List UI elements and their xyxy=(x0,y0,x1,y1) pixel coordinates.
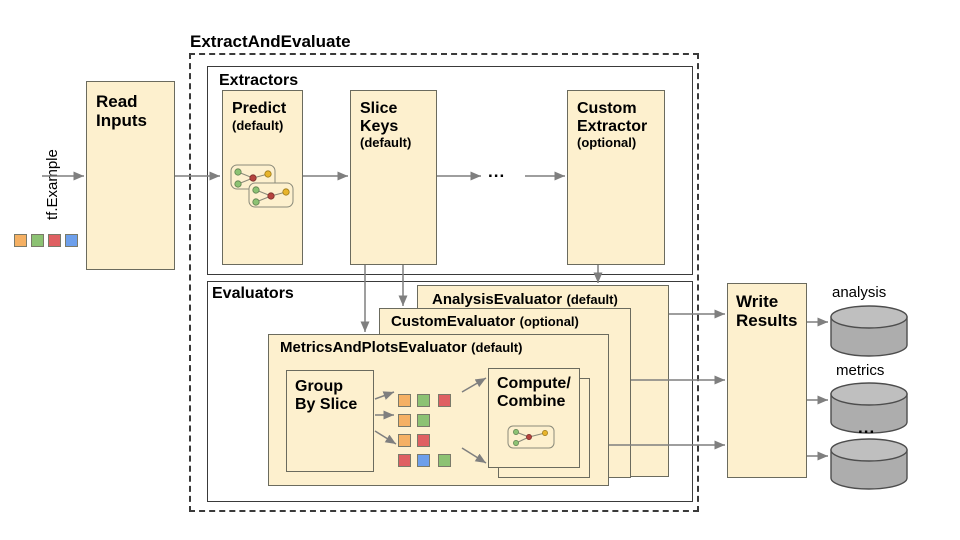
group-by-slice-label: Group By Slice xyxy=(295,378,373,414)
slice-keys-label: Slice Keys (default) xyxy=(360,100,438,150)
custom-evaluator-name: CustomEvaluator xyxy=(391,313,516,330)
evaluators-title: Evaluators xyxy=(212,285,294,302)
input-chip-row xyxy=(14,234,78,248)
custom-extractor-label: Custom Extractor (optional) xyxy=(577,100,667,150)
output-more-label: ... xyxy=(858,418,876,437)
metrics-and-plots-evaluator-qualifier: (default) xyxy=(471,340,523,355)
extractors-ellipsis: ... xyxy=(488,162,506,181)
metrics-and-plots-evaluator-box[interactable]: MetricsAndPlotsEvaluator (default) Group… xyxy=(268,334,609,486)
compute-combine-label: Compute/ Combine xyxy=(497,375,581,410)
graph-icon xyxy=(230,164,294,208)
slice-keys-box[interactable]: Slice Keys (default) xyxy=(350,90,437,265)
slice-chip xyxy=(417,394,430,407)
write-results-box[interactable]: Write Results xyxy=(727,283,807,478)
slice-keys-qualifier: (default) xyxy=(360,135,412,151)
custom-evaluator-qualifier: (optional) xyxy=(519,314,579,329)
predict-box[interactable]: Predict (default) xyxy=(222,90,303,265)
graph-icon xyxy=(507,425,555,449)
slice-keys-line1: Slice xyxy=(360,100,398,117)
compute-combine-line1: Compute/ xyxy=(497,375,571,392)
predict-label: Predict (default) xyxy=(232,100,304,133)
compute-combine-line2: Combine xyxy=(497,392,566,410)
chip-blue xyxy=(65,234,78,247)
tf-example-label: tf.Example xyxy=(44,149,61,220)
chip-green xyxy=(31,234,44,247)
chip-orange xyxy=(14,234,27,247)
extract-and-evaluate-container xyxy=(189,53,699,512)
custom-extractor-box[interactable]: Custom Extractor (optional) xyxy=(567,90,665,265)
predict-title: Predict xyxy=(232,100,287,117)
output-more-cylinder xyxy=(830,438,908,490)
slice-chip-grid xyxy=(398,394,478,467)
compute-combine-box[interactable]: Compute/ Combine xyxy=(488,368,580,468)
custom-evaluator-label: CustomEvaluator (optional) xyxy=(391,313,579,331)
chip-red xyxy=(48,234,61,247)
predict-qualifier: (default) xyxy=(232,117,284,133)
write-results-line1: Write xyxy=(736,292,779,311)
slice-chip xyxy=(438,394,451,407)
output-metrics-cylinder xyxy=(830,382,908,434)
analysis-evaluator-qualifier: (default) xyxy=(566,292,618,307)
slice-chip xyxy=(417,434,430,447)
analysis-evaluator-label: AnalysisEvaluator (default) xyxy=(432,291,618,309)
read-inputs-line1: Read xyxy=(96,92,138,111)
write-results-label: Write Results xyxy=(736,292,808,331)
slice-keys-line2: Keys xyxy=(360,117,399,135)
read-inputs-label: Read Inputs xyxy=(96,92,174,131)
read-inputs-line2: Inputs xyxy=(96,111,147,131)
extract-and-evaluate-title: ExtractAndEvaluate xyxy=(190,32,351,51)
custom-extractor-line2: Extractor xyxy=(577,117,648,135)
custom-extractor-line1: Custom xyxy=(577,100,637,117)
group-by-slice-line2: By Slice xyxy=(295,395,358,413)
slice-chip xyxy=(417,414,430,427)
custom-extractor-qualifier: (optional) xyxy=(577,135,637,151)
slice-chip xyxy=(398,434,411,447)
slice-chip xyxy=(398,414,411,427)
metrics-and-plots-evaluator-name: MetricsAndPlotsEvaluator xyxy=(280,339,467,356)
slice-chip xyxy=(438,454,451,467)
output-analysis-cylinder xyxy=(830,305,908,357)
slice-chip xyxy=(417,454,430,467)
analysis-evaluator-name: AnalysisEvaluator xyxy=(432,291,563,308)
group-by-slice-box[interactable]: Group By Slice xyxy=(286,370,374,472)
slice-chip xyxy=(398,454,411,467)
extractors-title: Extractors xyxy=(219,72,299,89)
output-metrics-label: metrics xyxy=(836,362,885,379)
group-by-slice-line1: Group xyxy=(295,378,343,395)
write-results-line2: Results xyxy=(736,311,798,331)
slice-chip xyxy=(398,394,411,407)
read-inputs-box[interactable]: Read Inputs xyxy=(86,81,175,270)
metrics-and-plots-evaluator-label: MetricsAndPlotsEvaluator (default) xyxy=(280,339,522,357)
output-analysis-label: analysis xyxy=(832,284,887,301)
